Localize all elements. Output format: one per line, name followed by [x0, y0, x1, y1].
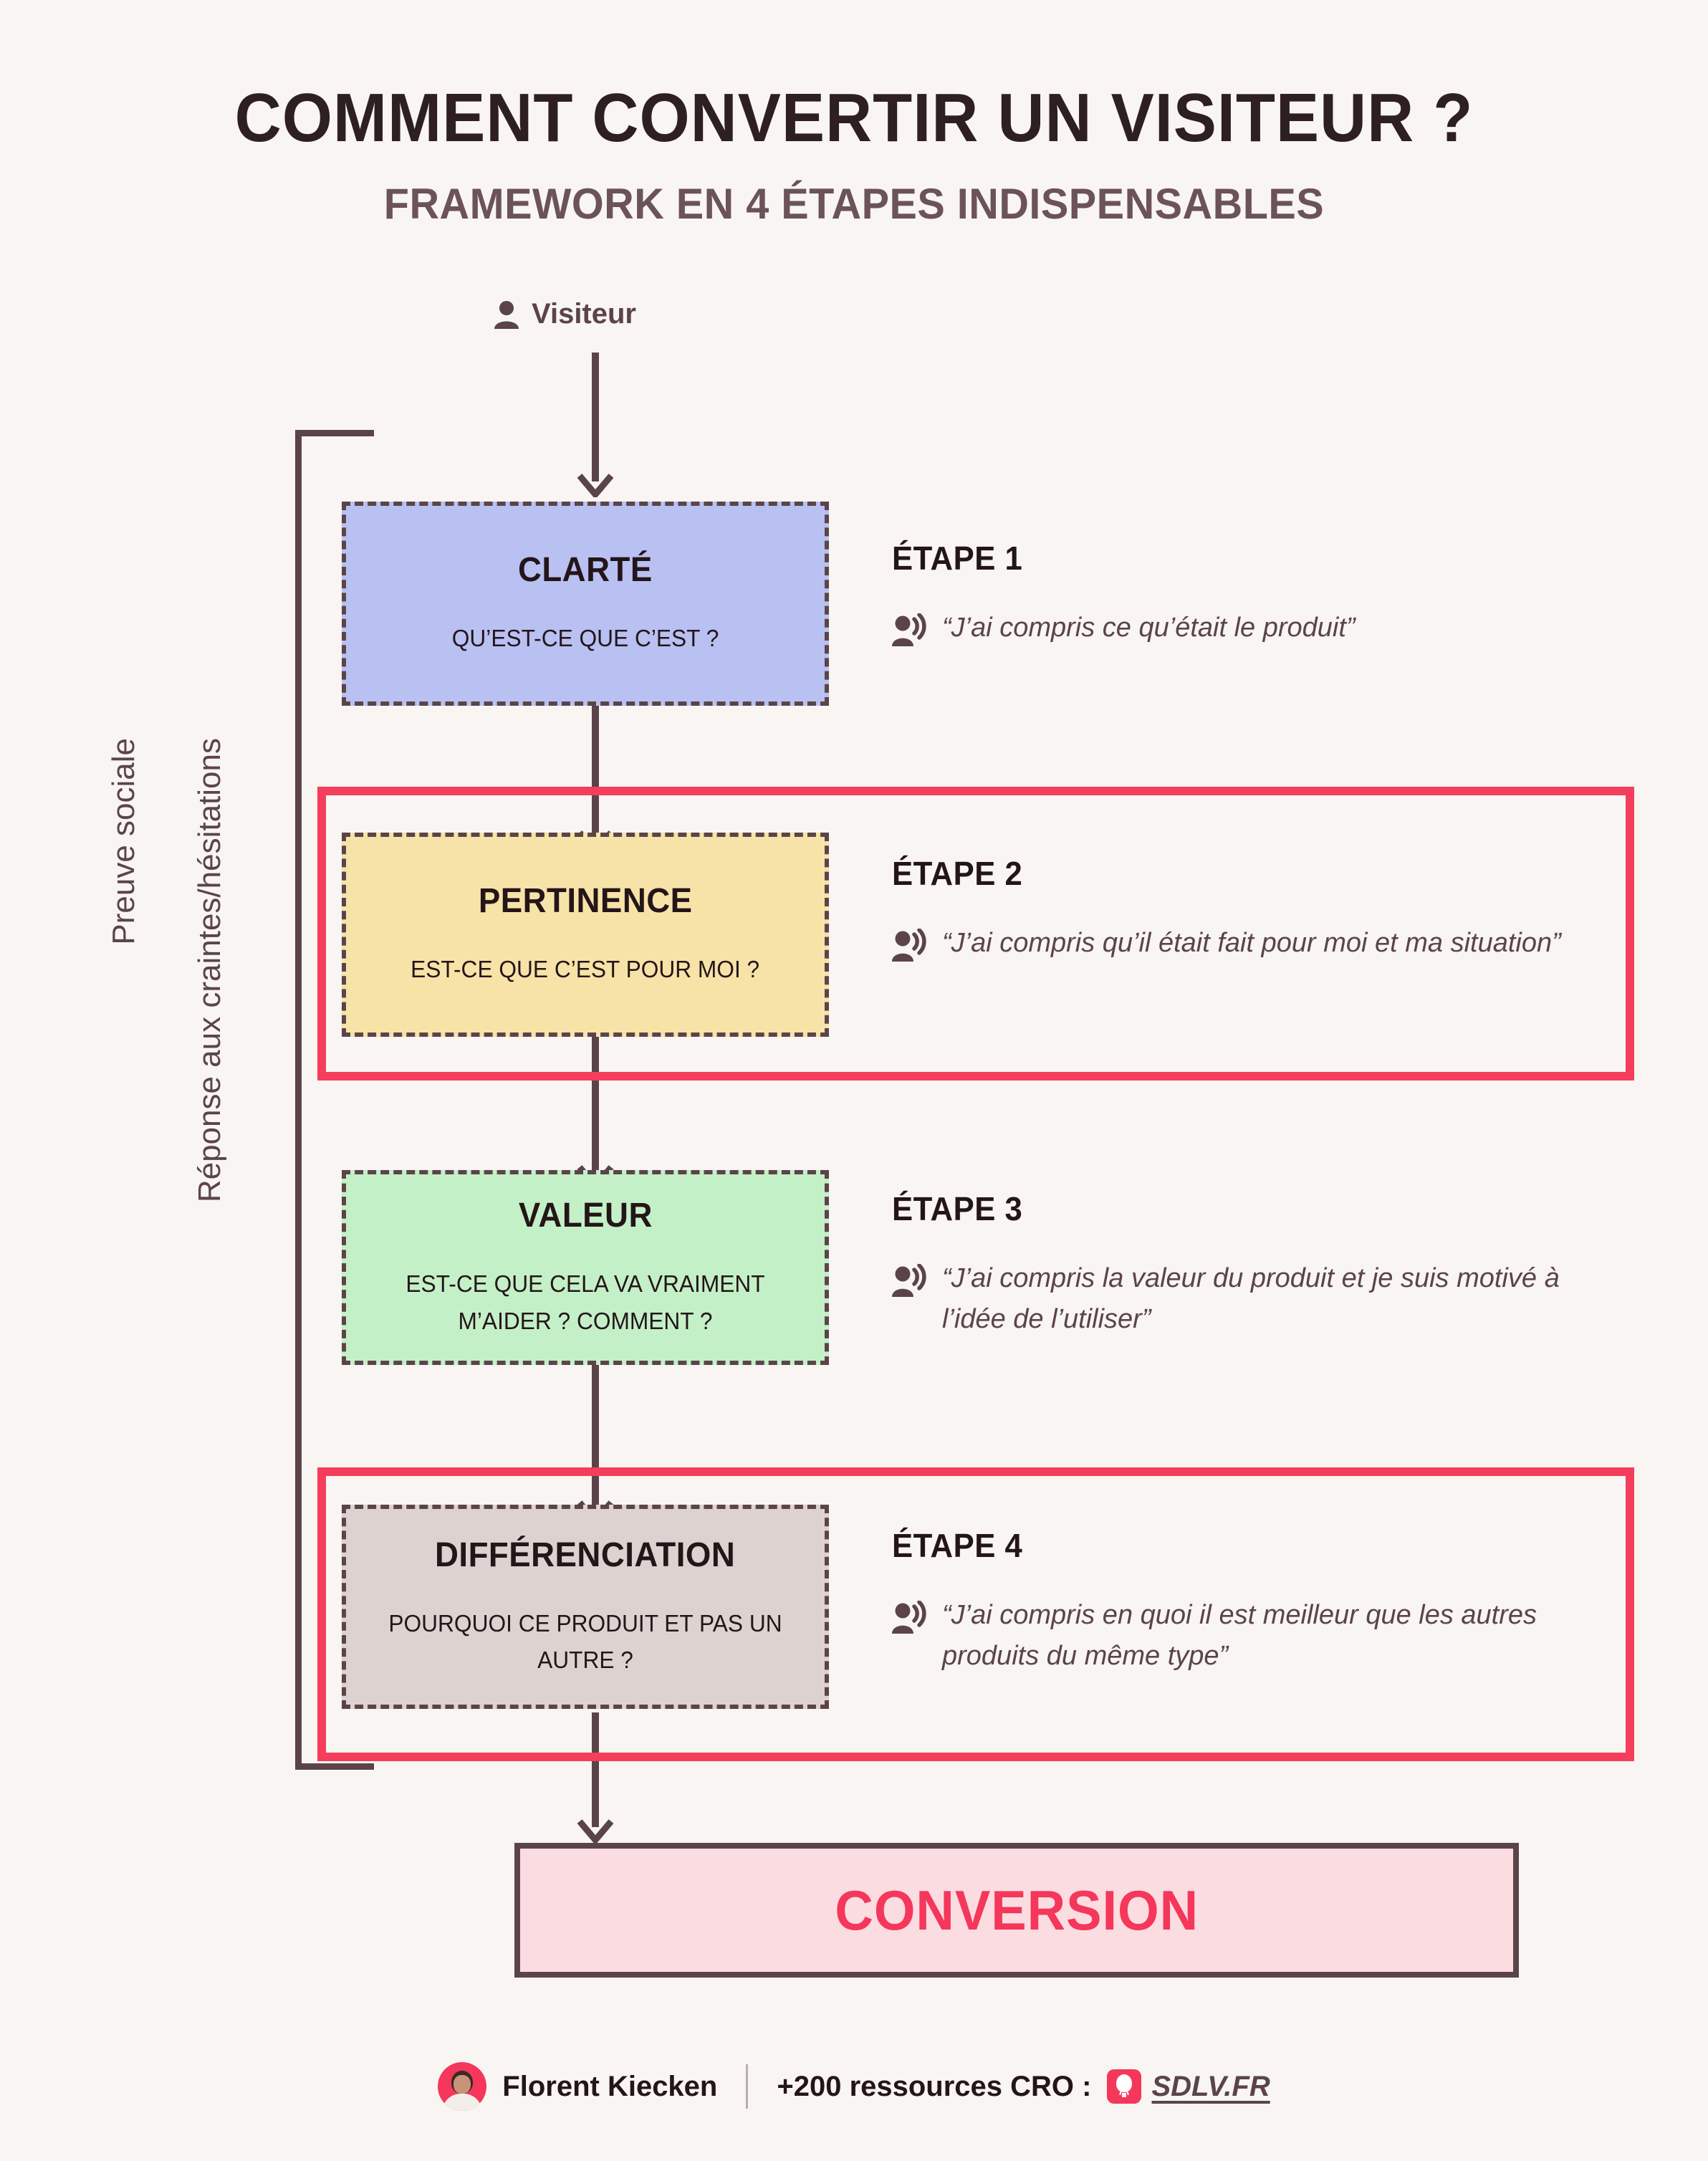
- visitor-entry: Visiteur: [494, 298, 636, 330]
- avatar-icon: [438, 2062, 487, 2111]
- step-quote: “J’ai compris en quoi il est meilleur qu…: [942, 1600, 1537, 1671]
- resources-label: +200 ressources CRO :: [777, 2070, 1092, 2102]
- arrow-step2-to-step3: [592, 1030, 599, 1173]
- step-box-valeur[interactable]: VALEUR EST-CE QUE CELA VA VRAIMENT M’AID…: [342, 1170, 829, 1365]
- visitor-label: Visiteur: [532, 298, 636, 330]
- step-detail-1: ÉTAPE 1 “J’ai compris ce qu’était le pro…: [892, 539, 1616, 650]
- header: COMMENT CONVERTIR UN VISITEUR ? FRAMEWOR…: [0, 0, 1708, 229]
- step-box-question: QU’EST-CE QUE C’EST ?: [451, 625, 719, 652]
- step-box-differenciation[interactable]: DIFFÉRENCIATION POURQUOI CE PRODUIT ET P…: [342, 1505, 829, 1709]
- step-box-title: VALEUR: [518, 1197, 653, 1235]
- side-label-preuve-sociale: Preuve sociale: [106, 738, 141, 945]
- arrow-visitor-to-step1: [592, 353, 599, 481]
- arrowhead-1: [577, 474, 614, 497]
- step-box-title: PERTINENCE: [478, 882, 693, 921]
- step-box-question: EST-CE QUE C’EST POUR MOI ?: [411, 956, 760, 983]
- footer: Florent Kiecken +200 ressources CRO : SD…: [0, 2062, 1708, 2111]
- arrowhead-5: [577, 1819, 614, 1843]
- step-box-question: POURQUOI CE PRODUIT ET PAS UN AUTRE ?: [388, 1609, 782, 1673]
- step-detail-4: ÉTAPE 4 “J’ai compris en quoi il est mei…: [892, 1526, 1616, 1677]
- step-box-pertinence[interactable]: PERTINENCE EST-CE QUE C’EST POUR MOI ?: [342, 833, 829, 1037]
- step-quote: “J’ai compris ce qu’était le produit”: [942, 613, 1356, 643]
- step-quote: “J’ai compris qu’il était fait pour moi …: [942, 928, 1561, 958]
- speaker-person-icon: [892, 1595, 926, 1637]
- step-box-clarte[interactable]: CLARTÉ QU’EST-CE QUE C’EST ?: [342, 502, 829, 706]
- step-quote-row: “J’ai compris en quoi il est meilleur qu…: [892, 1595, 1616, 1677]
- footer-divider: [746, 2064, 749, 2109]
- speaker-person-icon: [892, 1258, 926, 1300]
- site-link[interactable]: SDLV.FR: [1151, 2070, 1270, 2102]
- step-quote-row: “J’ai compris qu’il était fait pour moi …: [892, 923, 1616, 965]
- step-name: ÉTAPE 3: [892, 1190, 1023, 1227]
- page-subtitle: FRAMEWORK EN 4 ÉTAPES INDISPENSABLES: [383, 180, 1325, 228]
- step-quote-row: “J’ai compris ce qu’était le produit”: [892, 608, 1616, 650]
- step-box-question: EST-CE QUE CELA VA VRAIMENT M’AIDER ? CO…: [406, 1270, 765, 1334]
- step-box-title: DIFFÉRENCIATION: [435, 1535, 736, 1574]
- step-detail-2: ÉTAPE 2 “J’ai compris qu’il était fait p…: [892, 854, 1616, 965]
- highlight-frame-step2: [317, 787, 1634, 1080]
- page-title: COMMENT CONVERTIR UN VISITEUR ?: [234, 80, 1474, 156]
- step-name: ÉTAPE 1: [892, 540, 1023, 577]
- arrow-step3-to-step4: [592, 1365, 599, 1508]
- speaker-person-icon: [892, 923, 926, 965]
- hot-air-balloon-icon: [1107, 2069, 1142, 2104]
- conversion-label: CONVERSION: [835, 1878, 1199, 1942]
- arrow-step1-to-step2: [592, 706, 599, 838]
- step-box-title: CLARTÉ: [518, 551, 653, 590]
- highlight-frame-step4: [317, 1467, 1634, 1761]
- step-name: ÉTAPE 2: [892, 855, 1023, 892]
- side-label-reponse-craintes: Réponse aux craintes/hésitations: [192, 738, 227, 1203]
- scope-bracket: [295, 430, 374, 1770]
- speaker-person-icon: [892, 608, 926, 650]
- author-name: Florent Kiecken: [502, 2070, 718, 2102]
- arrow-step4-to-conversion: [592, 1712, 599, 1827]
- conversion-box: CONVERSION: [514, 1843, 1519, 1978]
- step-detail-3: ÉTAPE 3 “J’ai compris la valeur du produ…: [892, 1189, 1616, 1340]
- step-quote-row: “J’ai compris la valeur du produit et je…: [892, 1258, 1616, 1340]
- step-quote: “J’ai compris la valeur du produit et je…: [942, 1263, 1560, 1334]
- person-icon: [494, 300, 519, 329]
- step-name: ÉTAPE 4: [892, 1527, 1023, 1564]
